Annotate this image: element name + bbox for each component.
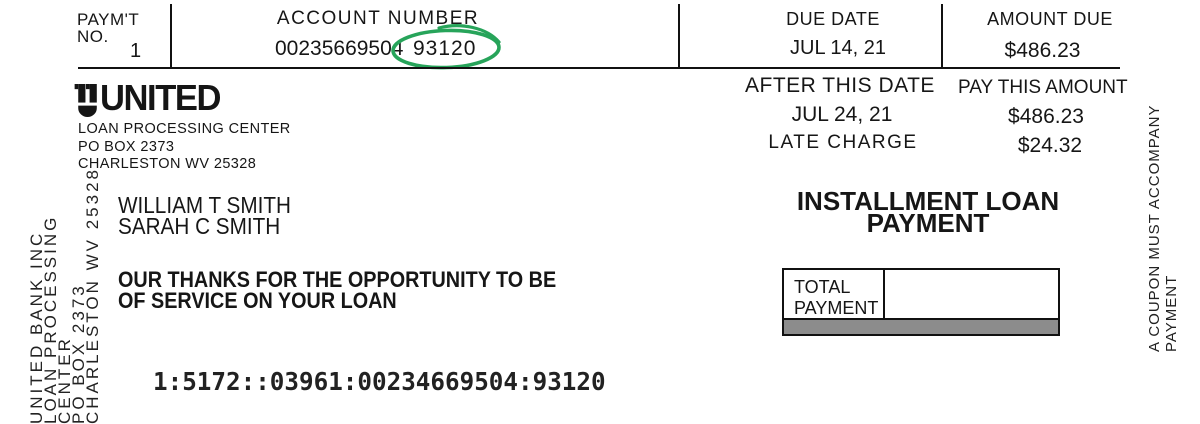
payee-address: LOAN PROCESSING CENTER PO BOX 2373 CHARL…	[78, 121, 291, 174]
micr-line: 1:5172::03961:00234669504:93120	[153, 367, 606, 396]
left-margin-line: LOAN PROCESSING CENTER	[41, 214, 74, 424]
united-logo-text: UNITED	[100, 77, 221, 118]
header-rule	[78, 67, 1120, 69]
total-payment-box-divider	[883, 270, 885, 320]
column-divider	[170, 4, 172, 68]
account-suffix-circled: 93120	[413, 37, 477, 60]
account-number-value: 00235669504	[275, 37, 404, 60]
payment-type-title: INSTALLMENT LOAN PAYMENT	[796, 186, 1060, 238]
united-logo: UNITED	[74, 77, 225, 118]
payee-address-line: CHARLESTON WV 25328	[78, 156, 257, 172]
due-date-value: JUL 14, 21	[790, 37, 886, 59]
left-margin-line: CHARLESTON WV 25328	[83, 167, 102, 424]
late-charge-label: LATE CHARGE	[768, 132, 918, 153]
total-payment-row: TOTAL PAYMENT	[784, 270, 1058, 320]
after-this-date-label: AFTER THIS DATE	[745, 74, 935, 97]
column-divider	[678, 4, 680, 68]
late-charge-value: $24.32	[1017, 134, 1083, 157]
amount-due-value: $486.23	[1004, 39, 1081, 62]
payee-address-line: LOAN PROCESSING CENTER	[78, 121, 291, 137]
account-number-label: ACCOUNT NUMBER	[276, 8, 480, 29]
right-margin-notice: A COUPON MUST ACCOMPANY PAYMENT	[1146, 104, 1180, 352]
thank-you-message: OUR THANKS FOR THE OPPORTUNITY TO BE OF …	[118, 267, 557, 313]
pay-this-amount-value: $486.23	[1008, 105, 1084, 128]
green-circle-annotation-icon	[391, 24, 501, 70]
due-date-label: DUE DATE	[786, 9, 880, 29]
united-logo-mark-icon	[74, 84, 97, 117]
left-margin-address: UNITED BANK INC LOAN PROCESSING CENTER P…	[27, 144, 102, 424]
borrower-names: WILLIAM T SMITH SARAH C SMITH	[118, 192, 291, 239]
payment-number-label: PAYM'T NO.	[77, 10, 140, 46]
total-payment-box: TOTAL PAYMENT	[782, 268, 1060, 336]
payee-address-line: PO BOX 2373	[78, 138, 175, 155]
total-payment-label: TOTAL PAYMENT	[794, 277, 879, 318]
column-divider	[941, 4, 943, 68]
amount-due-label: AMOUNT DUE	[987, 9, 1113, 29]
total-payment-value-cell	[885, 270, 1058, 320]
pay-this-amount-label: PAY THIS AMOUNT	[958, 77, 1128, 98]
borrower-name: WILLIAM T SMITH	[118, 192, 291, 218]
borrower-name: SARAH C SMITH	[118, 213, 281, 239]
payment-number-value: 1	[130, 40, 142, 62]
total-payment-gray-bar	[784, 318, 1058, 334]
after-date-value: JUL 24, 21	[791, 103, 893, 126]
